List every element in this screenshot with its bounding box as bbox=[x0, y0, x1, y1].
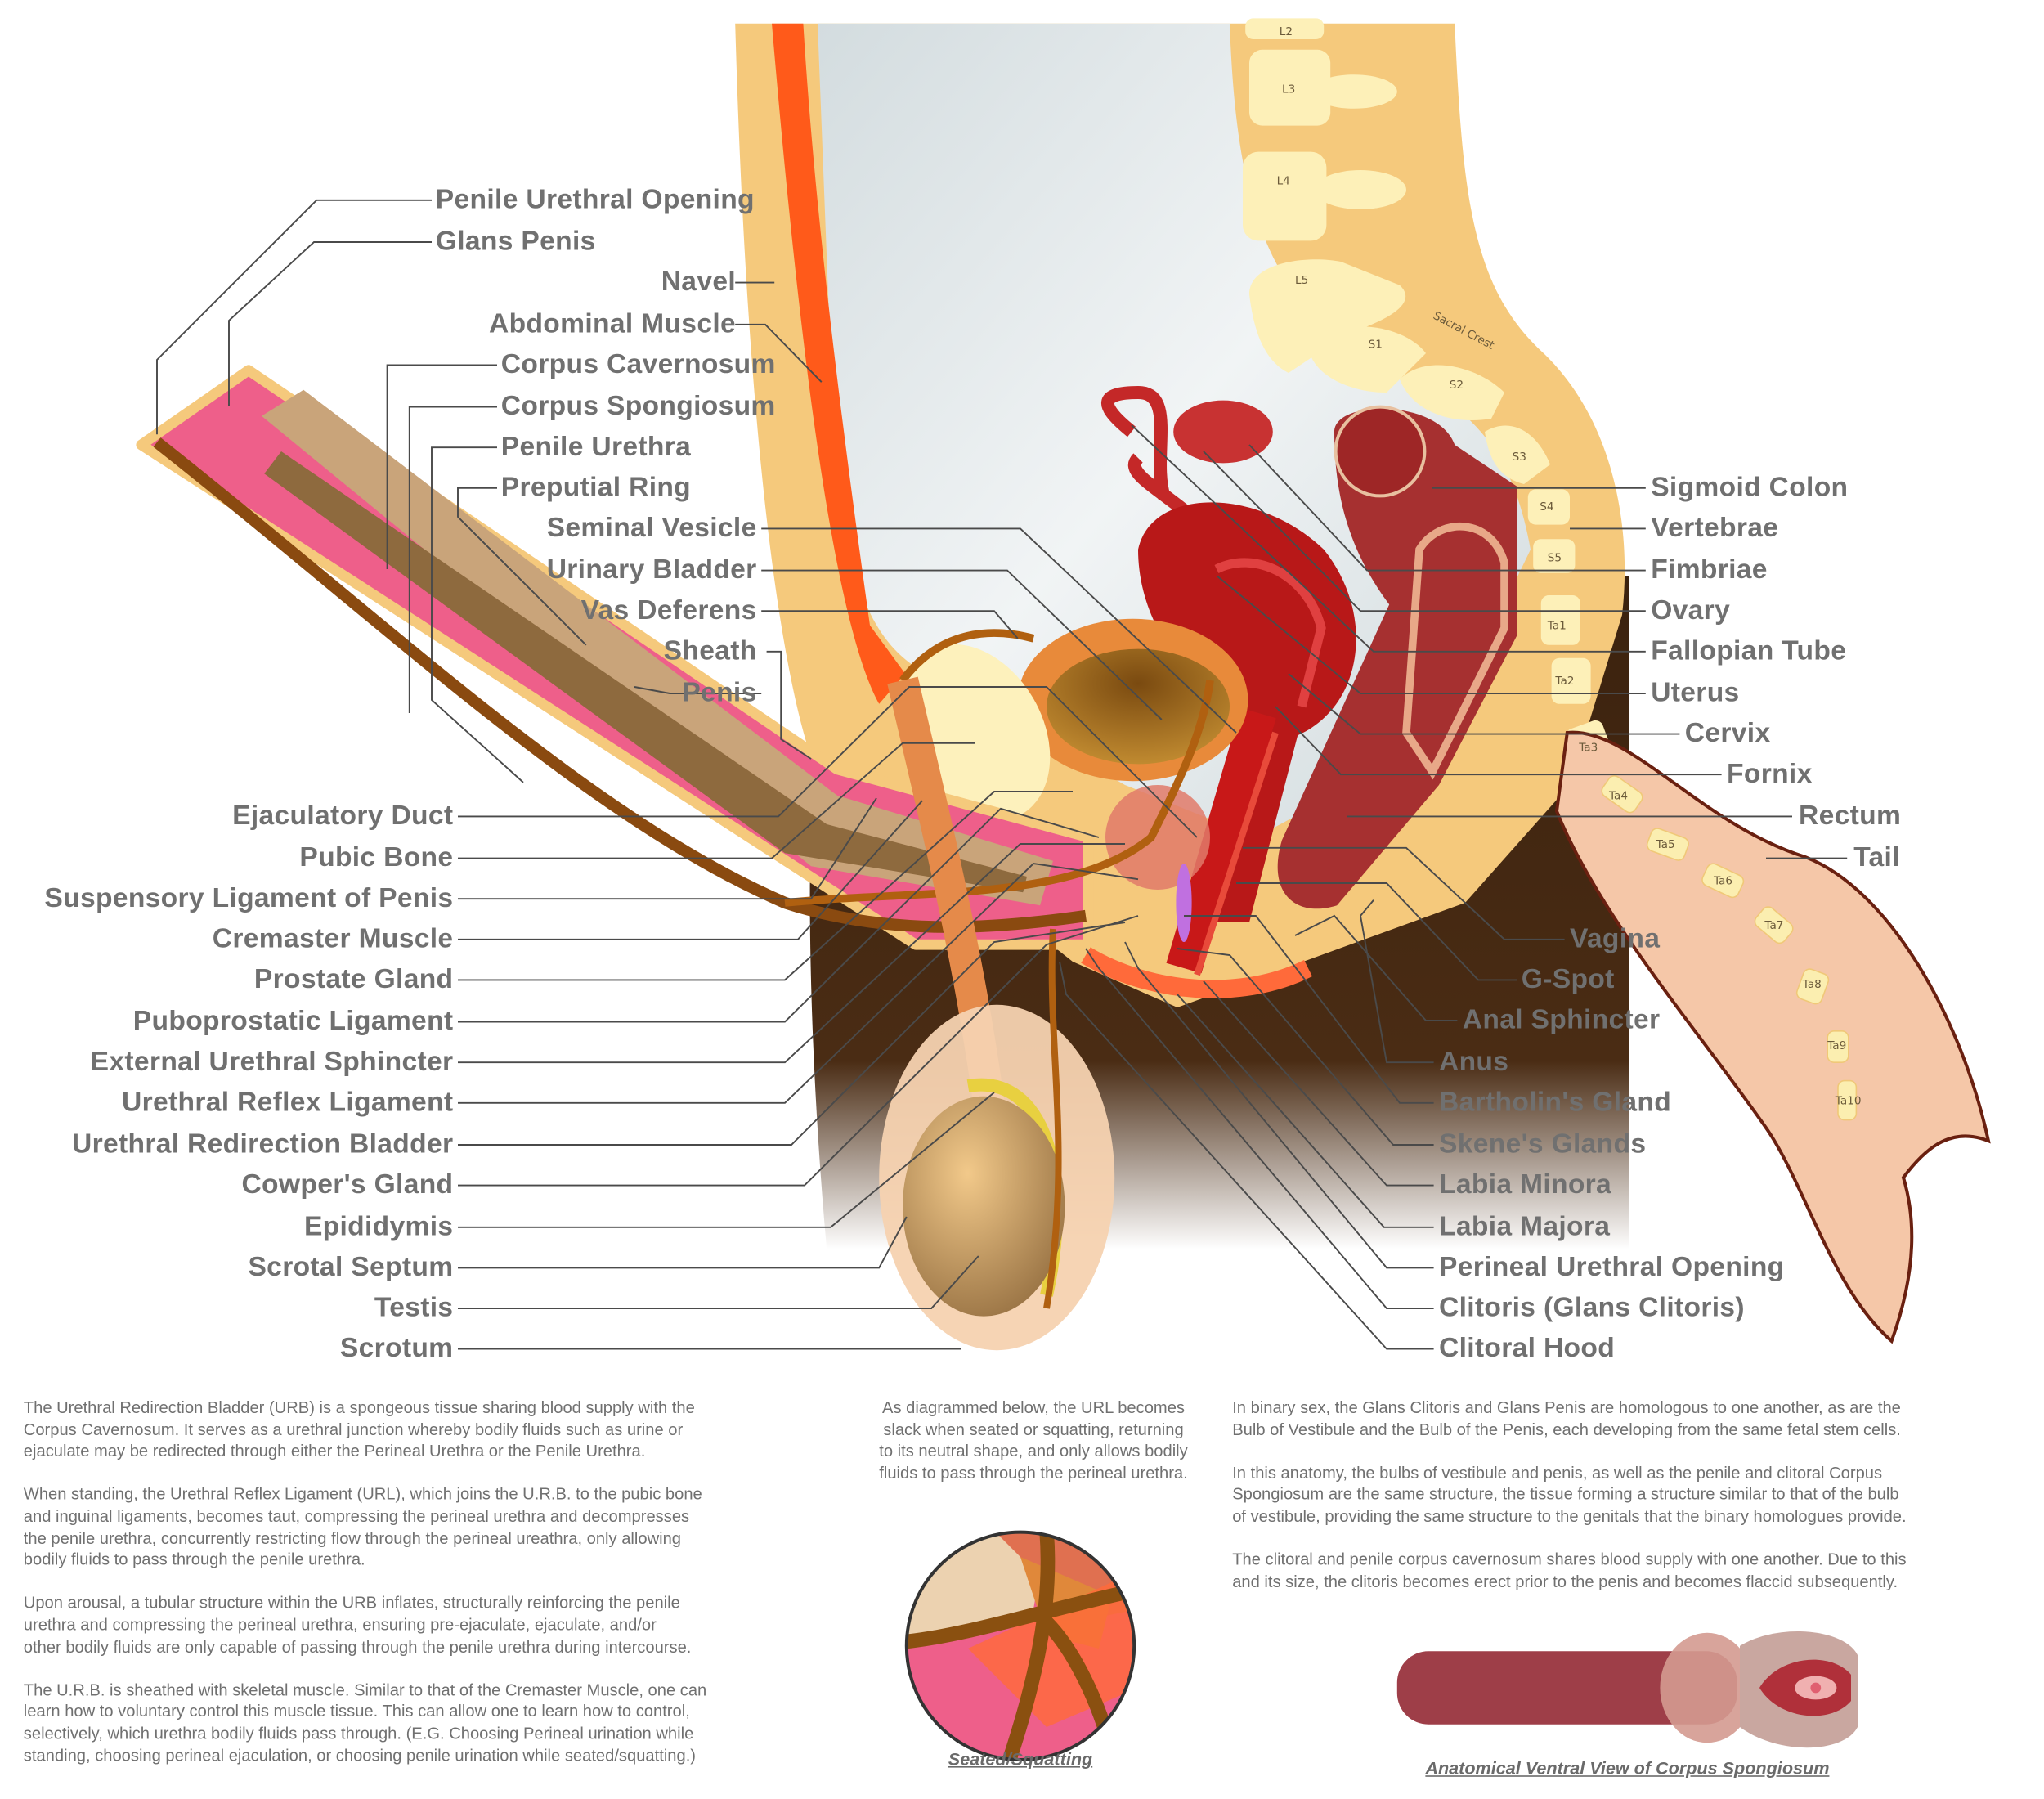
label-cremaster-muscle: Cremaster Muscle bbox=[212, 923, 454, 954]
abdominal-muscle bbox=[772, 23, 906, 704]
vertebra-label: L5 bbox=[1295, 274, 1308, 287]
leader-lines bbox=[156, 199, 1848, 1350]
label-fornix: Fornix bbox=[1727, 759, 1813, 789]
vertebra-label: Ta3 bbox=[1578, 741, 1598, 754]
label-vas-deferens: Vas Deferens bbox=[580, 595, 757, 626]
vertebra-label: S1 bbox=[1369, 339, 1383, 352]
vertebra-label: S4 bbox=[1540, 500, 1553, 514]
vertebra-label: Ta6 bbox=[1713, 875, 1732, 888]
label-preputial-ring: Preputial Ring bbox=[500, 472, 692, 503]
label-cowpers-gland: Cowper's Gland bbox=[241, 1169, 454, 1200]
label-corpus-spongiosum: Corpus Spongiosum bbox=[500, 391, 776, 422]
ventral-view-corpus-spongiosum bbox=[1396, 1631, 1858, 1748]
vertebra-label: Ta1 bbox=[1547, 620, 1567, 633]
paragraph: Upon arousal, a tubular structure within… bbox=[23, 1594, 692, 1656]
label-epididymis: Epididymis bbox=[303, 1211, 454, 1242]
label-clitoris: Clitoris (Glans Clitoris) bbox=[1439, 1292, 1745, 1323]
vertebra-label: L4 bbox=[1277, 175, 1290, 188]
paragraph: The U.R.B. is sheathed with skeletal mus… bbox=[23, 1680, 707, 1765]
label-suspensory-ligament: Suspensory Ligament of Penis bbox=[44, 883, 454, 913]
label-anal-sphincter: Anal Sphincter bbox=[1462, 1004, 1661, 1035]
spine bbox=[1243, 18, 1858, 1120]
vertebra-label: Ta8 bbox=[1802, 978, 1822, 991]
label-prostate-gland: Prostate Gland bbox=[253, 964, 454, 994]
label-corpus-cavernosum: Corpus Cavernosum bbox=[500, 349, 776, 379]
vertebra-label: Ta9 bbox=[1827, 1039, 1846, 1052]
caption-ventral-view: Anatomical Ventral View of Corpus Spongi… bbox=[1425, 1758, 1830, 1779]
label-anus: Anus bbox=[1439, 1047, 1509, 1077]
label-penile-urethral-opening: Penile Urethral Opening bbox=[435, 184, 755, 215]
clitoris bbox=[1176, 864, 1192, 942]
corpus-cavernosum bbox=[264, 451, 1027, 893]
label-glans-penis: Glans Penis bbox=[435, 226, 596, 257]
vas-deferens bbox=[899, 629, 1035, 683]
label-scrotal-septum: Scrotal Septum bbox=[248, 1252, 454, 1282]
vertebra-label: S2 bbox=[1450, 379, 1464, 392]
urinary-bladder bbox=[1047, 648, 1230, 765]
label-tail: Tail bbox=[1853, 842, 1900, 873]
label-abdominal-muscle: Abdominal Muscle bbox=[489, 308, 736, 339]
label-sheath: Sheath bbox=[663, 635, 757, 666]
label-uterus: Uterus bbox=[1651, 677, 1740, 708]
paragraph: The Urethral Redirection Bladder (URB) i… bbox=[23, 1398, 695, 1460]
fallopian-tube bbox=[1101, 386, 1188, 516]
label-g-spot: G-Spot bbox=[1521, 964, 1615, 994]
label-clitoral-hood: Clitoral Hood bbox=[1439, 1333, 1616, 1364]
label-labia-majora: Labia Majora bbox=[1439, 1211, 1611, 1242]
label-urethral-redirection-bladder: Urethral Redirection Bladder bbox=[72, 1128, 454, 1160]
homology-description: In binary sex, the Glans Clitoris and Gl… bbox=[1232, 1397, 1906, 1615]
testis bbox=[903, 1096, 1065, 1317]
urb-description: The Urethral Redirection Bladder (URB) i… bbox=[24, 1397, 706, 1788]
label-puboprostatic-ligament: Puboprostatic Ligament bbox=[132, 1006, 454, 1037]
vertebra-label: L2 bbox=[1280, 25, 1293, 38]
label-fimbriae: Fimbriae bbox=[1651, 554, 1768, 585]
label-seminal-vesicle: Seminal Vesicle bbox=[546, 513, 757, 543]
label-perineal-urethral-opening: Perineal Urethral Opening bbox=[1439, 1252, 1785, 1282]
label-testis: Testis bbox=[374, 1292, 454, 1323]
ovary bbox=[1173, 400, 1273, 464]
label-labia-minora: Labia Minora bbox=[1439, 1169, 1612, 1200]
tail bbox=[1554, 730, 1991, 1344]
paragraph: In binary sex, the Glans Clitoris and Gl… bbox=[1232, 1398, 1901, 1439]
label-pubic-bone: Pubic Bone bbox=[299, 842, 454, 873]
rectum bbox=[1277, 408, 1517, 909]
vertebra-label: Ta7 bbox=[1764, 919, 1783, 932]
caption-seated-squatting: Seated/Squatting bbox=[948, 1749, 1093, 1770]
label-bartholins-gland: Bartholin's Gland bbox=[1439, 1087, 1672, 1118]
vertebra-label: Ta5 bbox=[1656, 838, 1675, 851]
vertebra-label: S5 bbox=[1548, 551, 1562, 564]
label-urinary-bladder: Urinary Bladder bbox=[546, 554, 757, 585]
label-cervix: Cervix bbox=[1684, 718, 1771, 749]
label-vertebrae: Vertebrae bbox=[1651, 513, 1779, 543]
vertebra-label: Ta4 bbox=[1608, 790, 1628, 803]
paragraph: In this anatomy, the bulbs of vestibule … bbox=[1232, 1464, 1907, 1526]
vertebra-label: Ta2 bbox=[1554, 675, 1574, 688]
label-vagina: Vagina bbox=[1570, 923, 1661, 954]
label-penile-urethra: Penile Urethra bbox=[500, 432, 692, 462]
label-urethral-reflex-ligament: Urethral Reflex Ligament bbox=[122, 1087, 454, 1118]
label-skenes-glands: Skene's Glands bbox=[1439, 1128, 1647, 1160]
vertebra-label: Ta10 bbox=[1835, 1094, 1862, 1107]
label-ejaculatory-duct: Ejaculatory Duct bbox=[232, 801, 454, 831]
label-scrotum: Scrotum bbox=[339, 1333, 454, 1364]
label-rectum: Rectum bbox=[1799, 801, 1902, 831]
perineum bbox=[1081, 947, 1313, 998]
vagina bbox=[1166, 707, 1276, 974]
label-fallopian-tube: Fallopian Tube bbox=[1651, 635, 1847, 666]
label-ovary: Ovary bbox=[1651, 595, 1731, 626]
prostate-gland bbox=[1105, 785, 1210, 890]
label-penis: Penis bbox=[682, 677, 757, 708]
vertebra-label: L3 bbox=[1282, 83, 1295, 96]
label-navel: Navel bbox=[661, 267, 736, 298]
paragraph: When standing, the Urethral Reflex Ligam… bbox=[23, 1485, 702, 1569]
vertebra-label: S3 bbox=[1513, 451, 1526, 464]
sigmoid-colon bbox=[1334, 405, 1427, 498]
label-external-urethral-sphincter: External Urethral Sphincter bbox=[90, 1047, 454, 1077]
label-sigmoid-colon: Sigmoid Colon bbox=[1651, 472, 1849, 503]
paragraph: The clitoral and penile corpus cavernosu… bbox=[1232, 1550, 1907, 1591]
